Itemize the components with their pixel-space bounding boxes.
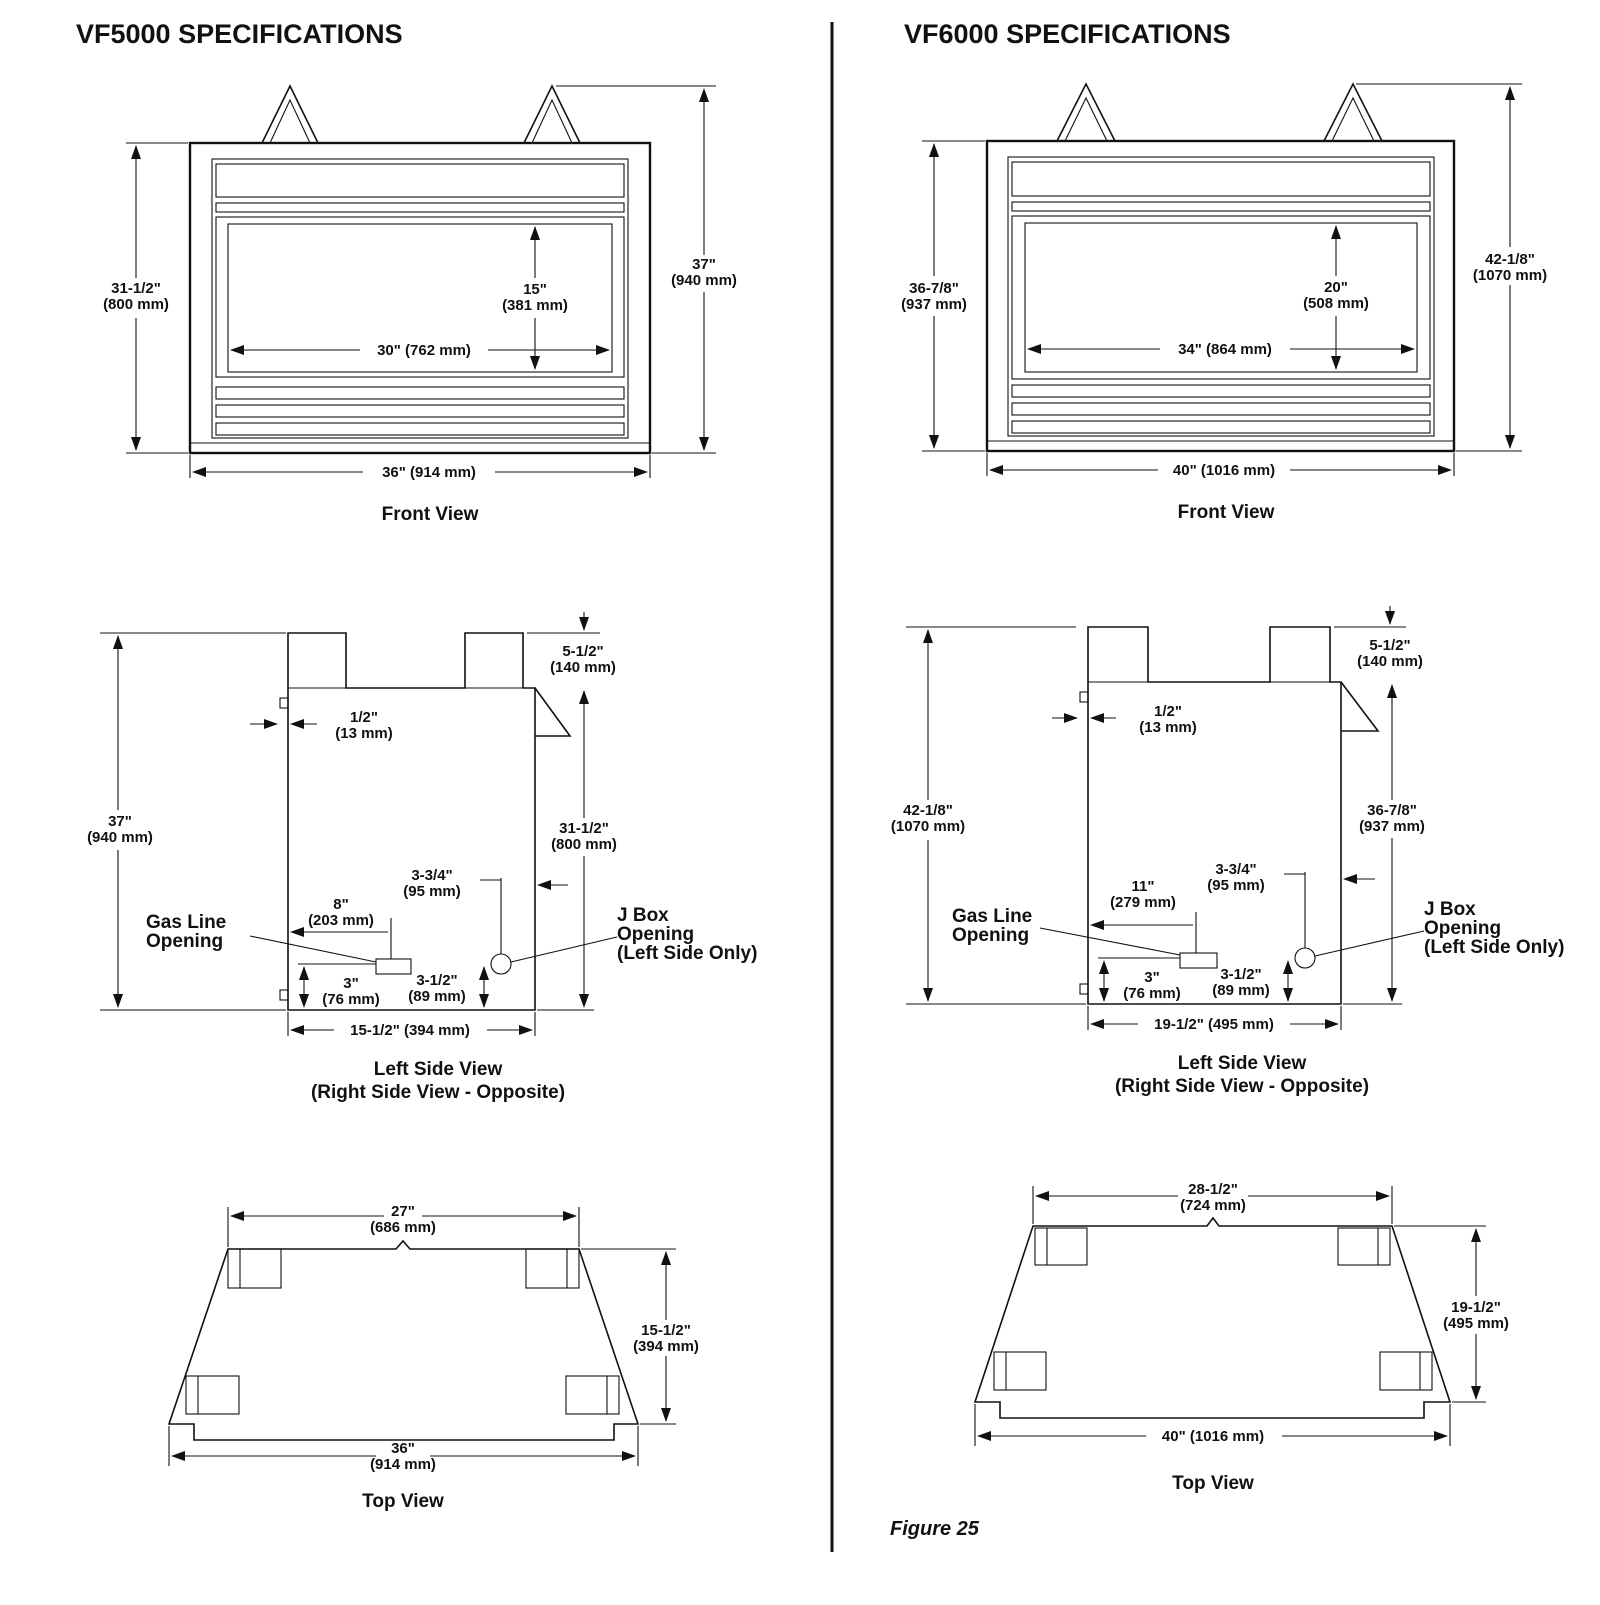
svg-text:(95 mm): (95 mm) — [1207, 877, 1265, 894]
vf5000-side-overall-height: 37" — [108, 813, 132, 830]
vf6000-top-caption: Top View — [1172, 1473, 1254, 1494]
vf6000-top-view: 28-1/2" (724 mm) 19-1/2" (495 mm) 40" (1… — [973, 1181, 1509, 1494]
vf6000-jbox-opening — [1294, 947, 1316, 969]
vf5000-side-view: 37" (940 mm) 5-1/2" (140 mm) 31-1/2" (80… — [87, 612, 757, 1103]
svg-text:(800 mm): (800 mm) — [103, 296, 169, 313]
svg-text:(495 mm): (495 mm) — [1443, 1315, 1509, 1332]
svg-text:(76 mm): (76 mm) — [322, 991, 380, 1008]
svg-text:(686 mm): (686 mm) — [370, 1219, 436, 1236]
vf5000-side-caption: Left Side View — [374, 1059, 503, 1080]
vf6000-front-view: 36-7/8" (937 mm) 42-1/8" (1070 mm) 20" (… — [901, 82, 1547, 523]
figure-label: Figure 25 — [890, 1518, 980, 1540]
vf5000-side-depth: 15-1/2" (394 mm) — [350, 1022, 470, 1039]
svg-text:(140 mm): (140 mm) — [550, 659, 616, 676]
vf6000-top-extension: 5-1/2" — [1369, 637, 1410, 654]
vf6000-top-back-width: 28-1/2" — [1188, 1181, 1238, 1198]
vf5000-gas-opening — [375, 958, 412, 975]
vf5000-opening-height: 15" — [523, 281, 547, 298]
svg-text:(940 mm): (940 mm) — [87, 829, 153, 846]
vf6000-side-overall-height: 42-1/8" — [903, 802, 953, 819]
svg-text:(937 mm): (937 mm) — [901, 296, 967, 313]
vf6000-jbox-x: 3-3/4" — [1215, 861, 1256, 878]
svg-text:(914 mm): (914 mm) — [370, 1456, 436, 1473]
vf6000-top-front-width: 40" (1016 mm) — [1162, 1428, 1264, 1445]
svg-text:(13 mm): (13 mm) — [335, 725, 393, 742]
svg-text:(Left Side Only): (Left Side Only) — [1424, 937, 1564, 958]
vf5000-gas-y: 3" — [343, 975, 358, 992]
svg-text:Opening: Opening — [146, 931, 223, 952]
vf5000-top-view: 27" (686 mm) 15-1/2" (394 mm) 36" (914 m… — [167, 1203, 699, 1512]
svg-text:Opening: Opening — [617, 924, 694, 945]
vf6000-standoff: 1/2" — [1154, 703, 1182, 720]
vf6000-gas-line-label: Gas Line — [952, 906, 1032, 927]
svg-text:(1070 mm): (1070 mm) — [891, 818, 965, 835]
vf6000-overall-width: 40" (1016 mm) — [1173, 462, 1275, 479]
vf6000-title: VF6000 SPECIFICATIONS — [904, 19, 1231, 49]
vf5000-top-extension: 5-1/2" — [562, 643, 603, 660]
svg-text:(800 mm): (800 mm) — [551, 836, 617, 853]
svg-text:(394 mm): (394 mm) — [633, 1338, 699, 1355]
vf5000-top-back-width: 27" — [391, 1203, 415, 1220]
vf6000-opening-width: 34" (864 mm) — [1178, 341, 1272, 358]
vf5000-front-caption: Front View — [382, 504, 479, 525]
svg-text:(724 mm): (724 mm) — [1180, 1197, 1246, 1214]
vf5000-front-right-height: 37" — [692, 256, 716, 273]
vf6000-top-depth: 19-1/2" — [1451, 1299, 1501, 1316]
vf5000-top-depth: 15-1/2" — [641, 1322, 691, 1339]
vf6000-gas-y: 3" — [1144, 969, 1159, 986]
svg-text:Opening: Opening — [1424, 918, 1501, 939]
vf5000-jbox-x: 3-3/4" — [411, 867, 452, 884]
vf6000-opening-height: 20" — [1324, 279, 1348, 296]
svg-text:(940 mm): (940 mm) — [671, 272, 737, 289]
vf6000-side-depth: 19-1/2" (495 mm) — [1154, 1016, 1274, 1033]
svg-text:Opening: Opening — [952, 925, 1029, 946]
vf6000-jbox-label: J Box — [1424, 899, 1476, 920]
svg-text:(89 mm): (89 mm) — [1212, 982, 1270, 999]
svg-text:(Left Side Only): (Left Side Only) — [617, 943, 757, 964]
vf6000-gas-x: 11" — [1132, 878, 1155, 895]
svg-text:(937 mm): (937 mm) — [1359, 818, 1425, 835]
svg-text:(Right Side View - Opposite): (Right Side View - Opposite) — [1115, 1076, 1369, 1097]
vf5000-overall-width: 36" (914 mm) — [382, 464, 476, 481]
svg-text:(508 mm): (508 mm) — [1303, 295, 1369, 312]
vf5000-title: VF5000 SPECIFICATIONS — [76, 19, 403, 49]
svg-text:(381 mm): (381 mm) — [502, 297, 568, 314]
vf5000-top-caption: Top View — [362, 1491, 444, 1512]
vf5000-body-height: 31-1/2" — [559, 820, 609, 837]
svg-text:(Right Side View - Opposite): (Right Side View - Opposite) — [311, 1082, 565, 1103]
vf6000-jbox-y: 3-1/2" — [1220, 966, 1261, 983]
vf5000-front-left-height: 31-1/2" — [111, 280, 161, 297]
vf5000-front-view: 31-1/2" (800 mm) 37" (940 mm) 15" (381 m… — [103, 84, 737, 525]
vf5000-gas-line-label: Gas Line — [146, 912, 226, 933]
svg-text:(279 mm): (279 mm) — [1110, 894, 1176, 911]
vf5000-standoff: 1/2" — [350, 709, 378, 726]
vf6000-body-height: 36-7/8" — [1367, 802, 1417, 819]
vf6000-front-caption: Front View — [1178, 502, 1275, 523]
vf5000-gas-x: 8" — [333, 896, 348, 913]
svg-text:(89 mm): (89 mm) — [408, 988, 466, 1005]
vf5000-jbox-label: J Box — [617, 905, 669, 926]
vf5000-jbox-y: 3-1/2" — [416, 972, 457, 989]
vf6000-front-right-height: 42-1/8" — [1485, 251, 1535, 268]
vf6000-gas-opening — [1179, 952, 1218, 969]
vf6000-side-view: 42-1/8" (1070 mm) 5-1/2" (140 mm) 36-7/8… — [891, 606, 1564, 1097]
vf6000-side-caption: Left Side View — [1178, 1053, 1307, 1074]
vf5000-jbox-opening — [490, 953, 512, 975]
svg-text:(13 mm): (13 mm) — [1139, 719, 1197, 736]
svg-text:(203 mm): (203 mm) — [308, 912, 374, 929]
vf5000-top-front-width: 36" — [391, 1440, 415, 1457]
svg-text:(1070 mm): (1070 mm) — [1473, 267, 1547, 284]
svg-text:(95 mm): (95 mm) — [403, 883, 461, 900]
vf5000-opening-width: 30" (762 mm) — [377, 342, 471, 359]
vf6000-front-left-height: 36-7/8" — [909, 280, 959, 297]
svg-text:(140 mm): (140 mm) — [1357, 653, 1423, 670]
svg-text:(76 mm): (76 mm) — [1123, 985, 1181, 1002]
